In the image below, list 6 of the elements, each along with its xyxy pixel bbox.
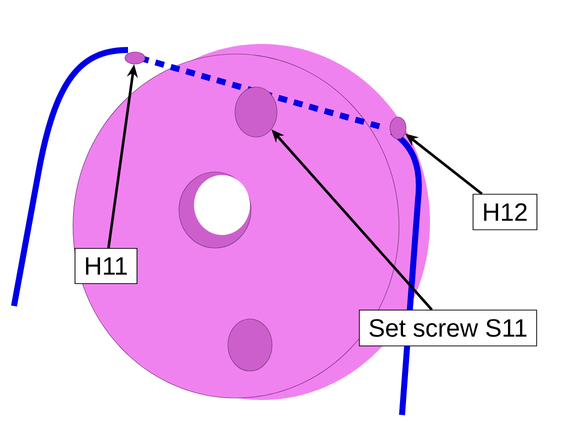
hole bbox=[390, 116, 406, 140]
label-box: H12 bbox=[472, 194, 538, 230]
hole bbox=[124, 52, 146, 64]
label-box: Set screw S11 bbox=[358, 310, 538, 346]
hole bbox=[234, 86, 278, 138]
label-box: H11 bbox=[74, 248, 138, 284]
